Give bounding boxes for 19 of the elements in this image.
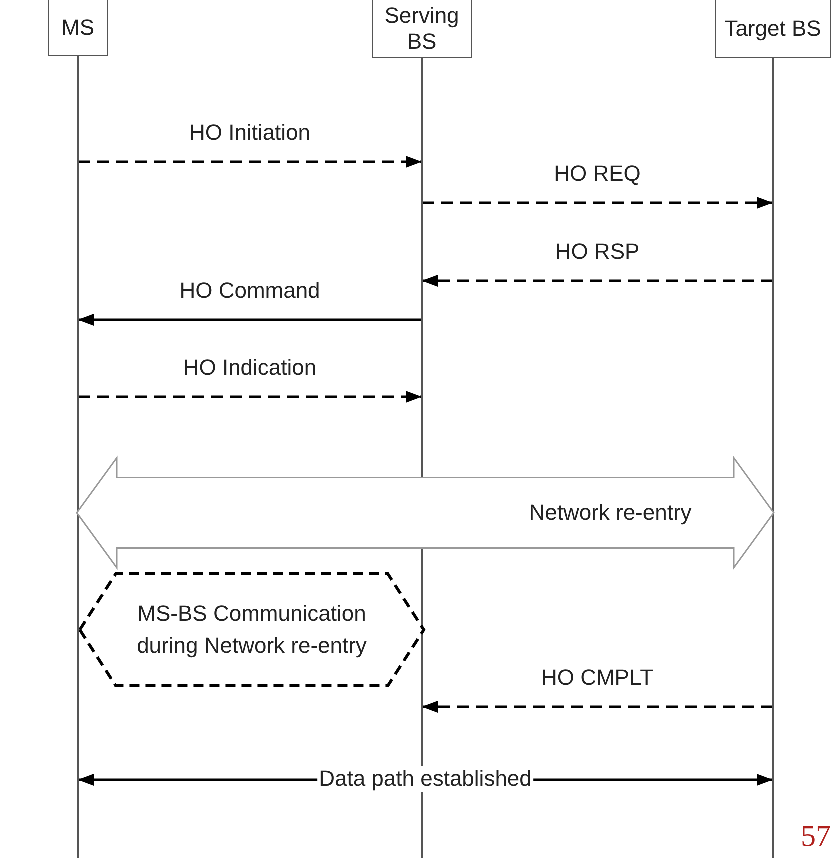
message-label: HO Indication <box>183 355 317 381</box>
message-label: Data path established <box>317 766 534 792</box>
message-arrow <box>78 314 422 326</box>
message-label: HO CMPLT <box>541 665 654 691</box>
message-label: HO Command <box>180 278 320 304</box>
message-label: HO Initiation <box>189 120 311 146</box>
message-arrow <box>422 197 773 209</box>
lifeline-header-box: MS <box>48 0 108 56</box>
double-block-arrow: Network re-entry <box>77 458 774 568</box>
lifeline-header-box: Serving BS <box>372 0 472 58</box>
page-number: 57 <box>801 820 831 854</box>
message-label: HO REQ <box>554 161 641 187</box>
message-arrow <box>78 156 422 168</box>
message-arrow <box>422 275 773 287</box>
dashed-hexagon: MS-BS Communication during Network re-entry <box>78 572 426 688</box>
message-arrow <box>78 391 422 403</box>
message-label: HO RSP <box>555 239 640 265</box>
lifeline-header-box: Target BS <box>715 0 831 58</box>
message-arrow <box>422 701 773 713</box>
